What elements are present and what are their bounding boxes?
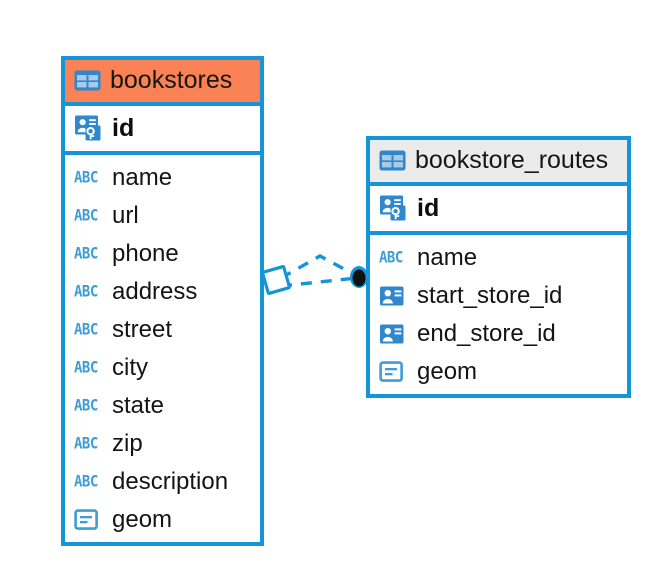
field-label: geom: [112, 506, 173, 533]
field-label: description: [112, 468, 229, 495]
primary-key-label: id: [112, 113, 135, 142]
field-label: zip: [112, 430, 143, 457]
text-abc-icon: ABC: [74, 397, 98, 415]
field-label: start_store_id: [417, 282, 563, 309]
relationship-line-upper: [280, 254, 358, 280]
entity-field-list-bookstore-routes: ABC name start_store_id: [370, 235, 627, 397]
field-row-address[interactable]: ABC address: [65, 273, 260, 311]
primary-key-label: id: [417, 193, 440, 222]
text-abc-icon: ABC: [74, 207, 98, 225]
field-row-city[interactable]: ABC city: [65, 349, 260, 387]
field-row-zip[interactable]: ABC zip: [65, 425, 260, 463]
entity-field-list-bookstores: ABC name ABC url ABC phone ABC address A…: [65, 155, 260, 545]
text-abc-icon: ABC: [379, 249, 403, 267]
field-label: state: [112, 392, 165, 419]
text-abc-icon: ABC: [74, 169, 98, 187]
entity-name-label: bookstores: [110, 66, 233, 94]
entity-name-label: bookstore_routes: [415, 146, 609, 174]
relationship-line-lower: [280, 276, 358, 288]
table-icon: [379, 150, 406, 171]
entity-header-bookstores[interactable]: bookstores: [65, 60, 260, 106]
primary-key-icon: [379, 193, 409, 223]
field-row-phone[interactable]: ABC phone: [65, 235, 260, 273]
field-label: name: [112, 164, 173, 191]
field-row-name[interactable]: ABC name: [65, 159, 260, 197]
field-row-url[interactable]: ABC url: [65, 197, 260, 235]
field-row-state[interactable]: ABC state: [65, 387, 260, 425]
field-label: address: [112, 278, 198, 305]
field-row-end-store-id[interactable]: end_store_id: [370, 315, 627, 353]
field-row-geom[interactable]: geom: [65, 501, 260, 539]
text-abc-icon: ABC: [74, 245, 98, 263]
field-label: city: [112, 354, 148, 381]
entity-table-bookstore-routes[interactable]: bookstore_routes id ABC: [366, 136, 631, 398]
foreign-key-icon: [379, 323, 409, 345]
entity-primary-key-row-bookstore-routes[interactable]: id: [370, 186, 627, 235]
foreign-key-icon: [379, 285, 409, 307]
text-abc-icon: ABC: [74, 473, 98, 491]
field-label: geom: [417, 358, 478, 385]
field-row-name[interactable]: ABC name: [370, 239, 627, 277]
relationship-diamond-endpoint-icon[interactable]: [261, 265, 291, 295]
field-row-street[interactable]: ABC street: [65, 311, 260, 349]
field-label: end_store_id: [417, 320, 556, 347]
entity-primary-key-row-bookstores[interactable]: id: [65, 106, 260, 155]
text-abc-icon: ABC: [74, 321, 98, 339]
text-abc-icon: ABC: [74, 283, 98, 301]
field-label: name: [417, 244, 478, 271]
field-label: street: [112, 316, 173, 343]
field-label: url: [112, 202, 139, 229]
primary-key-icon: [74, 113, 104, 143]
field-row-geom[interactable]: geom: [370, 353, 627, 391]
field-label: phone: [112, 240, 179, 267]
geometry-icon: [379, 361, 409, 383]
field-row-description[interactable]: ABC description: [65, 463, 260, 501]
text-abc-icon: ABC: [74, 435, 98, 453]
text-abc-icon: ABC: [74, 359, 98, 377]
table-icon: [74, 70, 101, 91]
geometry-icon: [74, 509, 104, 531]
entity-header-bookstore-routes[interactable]: bookstore_routes: [370, 140, 627, 186]
entity-table-bookstores[interactable]: bookstores id ABC: [61, 56, 264, 546]
field-row-start-store-id[interactable]: start_store_id: [370, 277, 627, 315]
